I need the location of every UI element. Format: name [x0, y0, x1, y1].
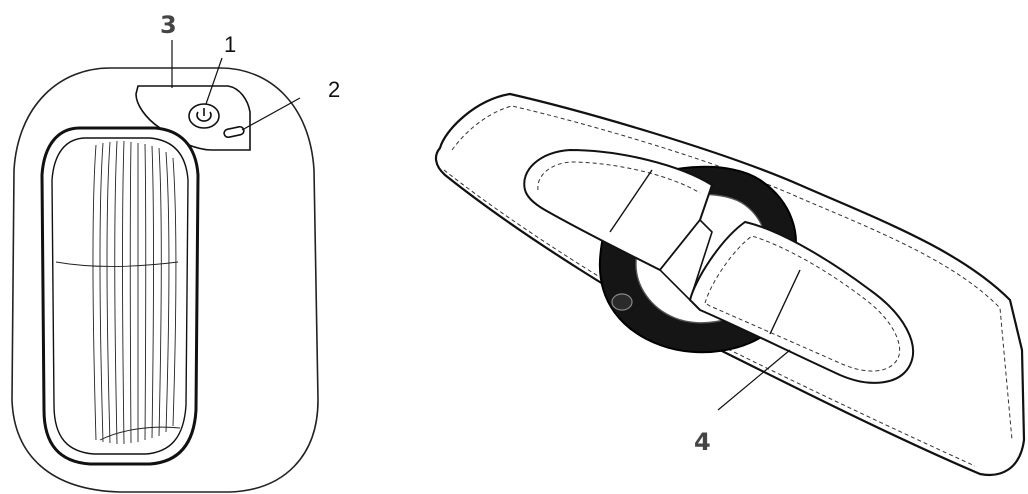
strap-upper-flap-stitch — [537, 161, 701, 194]
callout-3: 3 — [160, 11, 177, 88]
callout-2: 2 — [241, 77, 340, 131]
callout-label-3: 3 — [160, 11, 177, 39]
callout-label-4: 4 — [694, 428, 711, 456]
device-front-view — [11, 67, 319, 493]
interior-ribs — [55, 140, 181, 445]
strap-lower-flap-stitch — [704, 235, 901, 372]
callout-1: 1 — [205, 32, 236, 105]
callout-label-1: 1 — [224, 32, 236, 57]
device-opening-inner — [51, 137, 189, 455]
strap-center-band — [658, 218, 713, 302]
device-ring-button — [611, 293, 633, 311]
strap-assembly — [434, 92, 1026, 476]
strap-upper-flap — [523, 148, 714, 272]
strap-back-lower-edge — [443, 169, 976, 467]
callout-4: 4 — [694, 349, 791, 456]
charging-port-icon[interactable] — [223, 125, 245, 139]
strap-lower-flap — [688, 220, 915, 384]
callout-label-2: 2 — [328, 77, 340, 102]
power-button-icon[interactable] — [188, 103, 220, 129]
